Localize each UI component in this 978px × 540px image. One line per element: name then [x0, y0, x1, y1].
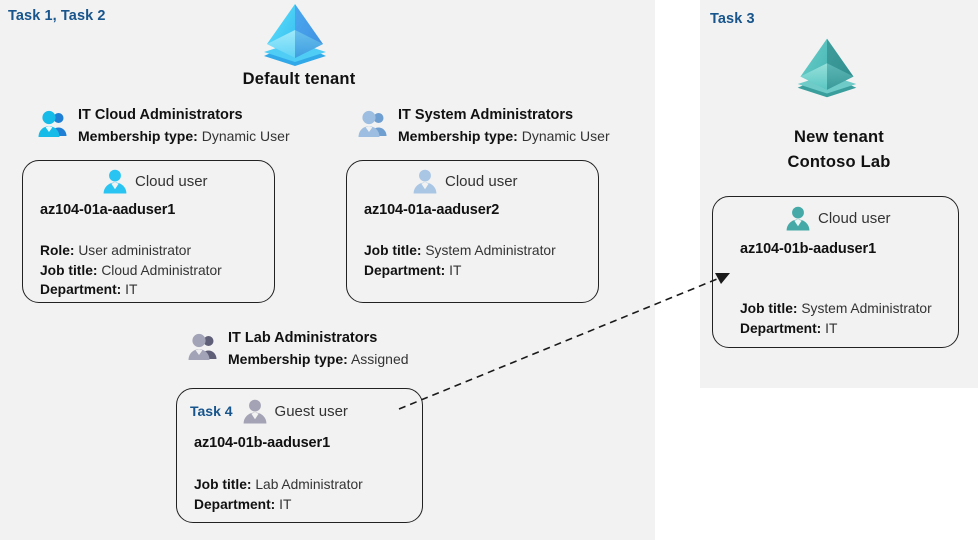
- user-card-az104-01a-aaduser2[interactable]: Cloud user az104-01a-aaduser2 Job title:…: [346, 160, 599, 303]
- user-group-icon: [358, 110, 392, 138]
- property-department: Department: IT: [740, 319, 932, 339]
- group-it-system-administrators-text: IT System Administrators Membership type…: [398, 106, 610, 147]
- property-job-title: Job title: System Administrator: [364, 241, 556, 261]
- user-type-label: Cloud user: [445, 172, 518, 190]
- membership-label: Membership type:: [398, 128, 518, 144]
- default-tenant-title: Default tenant: [242, 70, 356, 88]
- user-properties: Job title: System Administrator Departme…: [740, 299, 932, 338]
- new-tenant-title: New tenant Contoso Lab: [704, 125, 974, 175]
- property-label: Job title:: [740, 301, 798, 316]
- property-value: Cloud Administrator: [101, 262, 222, 278]
- task-label-right: Task 3: [710, 11, 755, 27]
- membership-value: Dynamic User: [521, 128, 610, 144]
- cloud-user-icon: [412, 168, 438, 194]
- group-name: IT Lab Administrators: [228, 330, 378, 346]
- user-card-cloud-az104-01b-aaduser1[interactable]: Cloud user az104-01b-aaduser1 Job title:…: [712, 196, 959, 348]
- property-job-title: Job title: System Administrator: [740, 299, 932, 319]
- membership-value: Dynamic User: [201, 128, 290, 144]
- property-department: Department: IT: [364, 261, 556, 281]
- property-label: Role:: [40, 243, 75, 258]
- property-value: Lab Administrator: [255, 477, 363, 492]
- guest-user-icon: [242, 398, 268, 424]
- user-properties: Job title: Lab Administrator Department:…: [194, 475, 363, 514]
- property-label: Department:: [364, 262, 446, 278]
- user-properties: Role: User administrator Job title: Clou…: [40, 241, 222, 300]
- user-type-label: Cloud user: [818, 209, 891, 227]
- user-principal-name: az104-01a-aaduser2: [364, 202, 500, 218]
- property-label: Department:: [740, 320, 822, 336]
- user-card-az104-01a-aaduser1[interactable]: Cloud user az104-01a-aaduser1 Role: User…: [22, 160, 275, 303]
- group-name: IT System Administrators: [398, 107, 574, 123]
- azure-new-tenant-icon: [792, 36, 862, 98]
- user-group-icon: [188, 333, 222, 361]
- user-principal-name: az104-01b-aaduser1: [194, 435, 331, 451]
- cloud-user-icon: [102, 168, 128, 194]
- property-value: IT: [125, 282, 138, 297]
- property-label: Job title:: [364, 243, 422, 258]
- new-tenant-title-line2: Contoso Lab: [787, 153, 891, 171]
- property-value: System Administrator: [801, 301, 932, 316]
- azure-tenant-icon: [258, 2, 332, 66]
- user-properties: Job title: System Administrator Departme…: [364, 241, 556, 280]
- property-label: Job title:: [194, 477, 252, 492]
- property-label: Department:: [194, 496, 276, 512]
- group-name: IT Cloud Administrators: [78, 107, 243, 123]
- card-header: Cloud user: [412, 168, 518, 194]
- group-membership: Membership type: Assigned: [228, 348, 409, 370]
- user-type-label: Cloud user: [135, 172, 208, 190]
- membership-value: Assigned: [350, 351, 409, 367]
- new-tenant-title-line1: New tenant: [793, 128, 884, 146]
- card-header: Task 4 Guest user: [190, 398, 348, 424]
- user-card-guest-az104-01b-aaduser1[interactable]: Task 4 Guest user az104-01b-aaduser1 Job…: [176, 388, 423, 523]
- user-type-label: Guest user: [274, 402, 348, 420]
- property-role: Role: User administrator: [40, 241, 222, 261]
- property-department: Department: IT: [194, 495, 363, 515]
- property-value: System Administrator: [425, 243, 556, 258]
- property-job-title: Job title: Cloud Administrator: [40, 261, 222, 281]
- membership-label: Membership type:: [78, 128, 198, 144]
- task-label-left: Task 1, Task 2: [8, 8, 106, 24]
- property-job-title: Job title: Lab Administrator: [194, 475, 363, 495]
- group-it-cloud-administrators-text: IT Cloud Administrators Membership type:…: [78, 106, 290, 147]
- task-label-card: Task 4: [190, 403, 233, 419]
- group-it-lab-administrators-text: IT Lab Administrators Membership type: A…: [228, 329, 409, 370]
- property-label: Job title:: [40, 262, 98, 278]
- property-value: IT: [279, 496, 292, 512]
- property-label: Department:: [40, 282, 122, 297]
- membership-label: Membership type:: [228, 351, 348, 367]
- property-value: IT: [449, 262, 462, 278]
- user-principal-name: az104-01a-aaduser1: [40, 202, 176, 218]
- cloud-user-icon: [785, 205, 811, 231]
- user-principal-name: az104-01b-aaduser1: [740, 241, 877, 257]
- group-membership: Membership type: Dynamic User: [78, 125, 290, 147]
- card-header: Cloud user: [785, 205, 891, 231]
- user-group-icon: [38, 110, 72, 138]
- property-value: IT: [825, 320, 838, 336]
- property-value: User administrator: [78, 243, 192, 258]
- card-header: Cloud user: [102, 168, 208, 194]
- group-membership: Membership type: Dynamic User: [398, 125, 610, 147]
- property-department: Department: IT: [40, 280, 222, 300]
